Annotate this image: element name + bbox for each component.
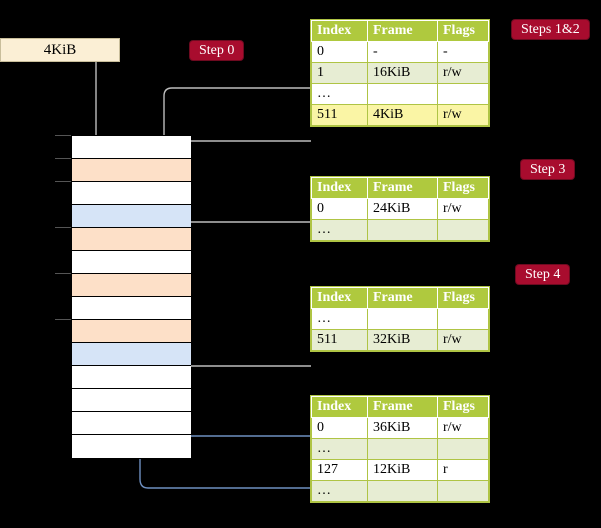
page-table-row: …	[311, 308, 489, 330]
page-table-cell-frame: 4KiB	[367, 104, 438, 126]
page-table-header-index: Index	[311, 396, 368, 418]
page-table-cell-frame: 24KiB	[367, 198, 438, 220]
page-table-header-flags: Flags	[437, 396, 489, 418]
page-table-cell-index: …	[311, 438, 368, 460]
page-table-cell-frame: 36KiB	[367, 417, 438, 439]
memory-row-tick	[55, 135, 71, 136]
page-table-header-frame: Frame	[367, 177, 438, 199]
page-table-row: …	[311, 83, 489, 105]
page-table-cell-frame: 32KiB	[367, 329, 438, 351]
page-table-cell-flags: r/w	[437, 417, 489, 439]
step-label-text: Step 0	[199, 43, 235, 58]
page-table-row: …	[311, 480, 489, 502]
page-table-cell-flags	[437, 308, 489, 330]
page-table-cell-frame: -	[367, 41, 438, 63]
memory-frame-row	[72, 412, 191, 435]
step-label-step4: Step 4	[516, 265, 570, 284]
memory-frame-row	[72, 251, 191, 274]
memory-frame-row	[72, 435, 191, 458]
page-table-header-flags: Flags	[437, 177, 489, 199]
page-table-cell-index: 1	[311, 62, 368, 84]
page-table-cell-index: 511	[311, 104, 368, 126]
page-table-header-flags: Flags	[437, 20, 489, 42]
page-table-cell-flags	[437, 480, 489, 502]
page-table-cell-flags	[437, 219, 489, 241]
memory-frame-row	[72, 228, 191, 251]
page-table-row: 0--	[311, 41, 489, 63]
page-table-header-index: Index	[311, 177, 368, 199]
page-table-header-frame: Frame	[367, 20, 438, 42]
page-table-header-index: Index	[311, 287, 368, 309]
page-table-cell-index: 0	[311, 198, 368, 220]
memory-frame-row	[72, 274, 191, 297]
page-table-header-flags: Flags	[437, 287, 489, 309]
page-table-cell-frame: 12KiB	[367, 459, 438, 481]
page-table-cell-flags	[437, 83, 489, 105]
memory-frame-row	[72, 343, 191, 366]
page-table-cell-flags: -	[437, 41, 489, 63]
page-table-header-frame: Frame	[367, 287, 438, 309]
page-table-header-frame: Frame	[367, 396, 438, 418]
page-table-cell-flags	[437, 438, 489, 460]
page-table-cell-index: 0	[311, 41, 368, 63]
wire-l3-row0-to-memory	[173, 221, 311, 262]
page-table-cell-frame	[367, 308, 438, 330]
memory-frame-row	[72, 182, 191, 205]
page-table-cell-flags: r/w	[437, 62, 489, 84]
page-table-cell-index: …	[311, 219, 368, 241]
page-table-cell-flags: r/w	[437, 329, 489, 351]
page-table-cell-index: 0	[311, 417, 368, 439]
source-size-label: 4KiB	[43, 42, 77, 58]
page-table-cell-index: …	[311, 308, 368, 330]
memory-column	[71, 135, 191, 459]
page-table-row: …	[311, 219, 489, 241]
memory-row-tick	[55, 158, 71, 159]
memory-frame-row	[72, 159, 191, 182]
step-label-step3: Step 3	[521, 160, 575, 179]
memory-frame-row	[72, 205, 191, 228]
memory-row-tick	[55, 227, 71, 228]
page-table-header-index: Index	[311, 20, 368, 42]
page-table-cell-index: 127	[311, 459, 368, 481]
page-table-row: …	[311, 438, 489, 460]
step-label-steps1and2: Steps 1&2	[512, 20, 589, 39]
page-table-cell-frame	[367, 438, 438, 460]
memory-row-tick	[55, 273, 71, 274]
page-table-cell-index: 511	[311, 329, 368, 351]
page-table-cell-frame	[367, 480, 438, 502]
page-table-cell-frame	[367, 83, 438, 105]
memory-row-tick	[55, 181, 71, 182]
page-table-cell-frame: 16KiB	[367, 62, 438, 84]
step-label-text: Step 4	[525, 267, 561, 282]
page-table-cell-flags: r/w	[437, 198, 489, 220]
page-table-cell-index: …	[311, 83, 368, 105]
page-table-cell-index: …	[311, 480, 368, 502]
source-size-box: 4KiB	[0, 38, 120, 62]
page-table-cell-flags: r/w	[437, 104, 489, 126]
memory-frame-row	[72, 366, 191, 389]
memory-frame-row	[72, 389, 191, 412]
step-label-step0: Step 0	[190, 41, 244, 60]
memory-frame-row	[72, 320, 191, 343]
memory-row-tick	[55, 319, 71, 320]
step-label-text: Step 3	[530, 162, 566, 177]
memory-frame-row	[72, 136, 191, 159]
step-label-text: Steps 1&2	[521, 22, 580, 37]
page-table-cell-flags: r	[437, 459, 489, 481]
page-table-cell-frame	[367, 219, 438, 241]
memory-frame-row	[72, 297, 191, 320]
